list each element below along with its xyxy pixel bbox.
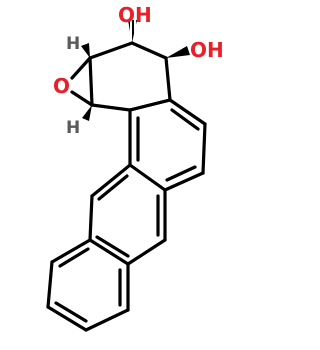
- bond-d-4: [84, 308, 130, 332]
- bond-c-3: [88, 238, 130, 266]
- bond-c12-c12a: [90, 103, 132, 112]
- bond-b1: [128, 98, 172, 112]
- bond-c-1-inner: [97, 174, 129, 201]
- bond-c-2: [88, 194, 94, 242]
- aromatic-ring-c: [88, 163, 167, 266]
- bond-o-c12: [70, 90, 94, 107]
- hashed-wedge-c2-oh: [128, 20, 137, 43]
- bond-b5: [128, 163, 167, 192]
- atom-label-h-top: H: [66, 34, 80, 54]
- saturated-ring: [88, 41, 172, 112]
- bond-d-2: [46, 260, 54, 309]
- bold-wedge-c12-h: [82, 105, 92, 121]
- bold-wedge-c1-h: [81, 43, 90, 58]
- bond-d-1-inner: [58, 247, 90, 268]
- bond-c2-c3: [130, 41, 168, 60]
- bond-c1-c2: [88, 41, 134, 60]
- bond-b3: [201, 122, 207, 175]
- bond-c-3-inner: [95, 235, 130, 258]
- bond-b2-inner: [170, 108, 200, 131]
- molecule-structure-diagram: OH OH O H H: [46, 3, 224, 332]
- bond-b2: [168, 98, 207, 126]
- bold-wedge-c3-oh: [166, 46, 190, 58]
- bond-o-c1: [70, 56, 92, 80]
- bond-c3-c4: [164, 56, 172, 102]
- bond-d-1: [50, 238, 92, 264]
- aromatic-ring-d: [46, 238, 130, 332]
- atom-label-oh-right: OH: [190, 38, 224, 62]
- bond-b4-inner: [165, 165, 197, 182]
- bond-d-3-inner: [54, 301, 88, 323]
- atom-label-h-bottom: H: [66, 118, 80, 138]
- epoxide-ring: [70, 56, 94, 107]
- aromatic-ring-b: [128, 98, 207, 192]
- bond-c1-c12: [88, 56, 94, 107]
- bond-d-3: [46, 305, 88, 332]
- bond-b4: [163, 171, 205, 192]
- bond-c-4: [126, 238, 167, 266]
- bond-c-1: [90, 163, 132, 198]
- atom-label-oh-top: OH: [118, 3, 152, 27]
- atom-label-epoxide-o: O: [53, 74, 70, 98]
